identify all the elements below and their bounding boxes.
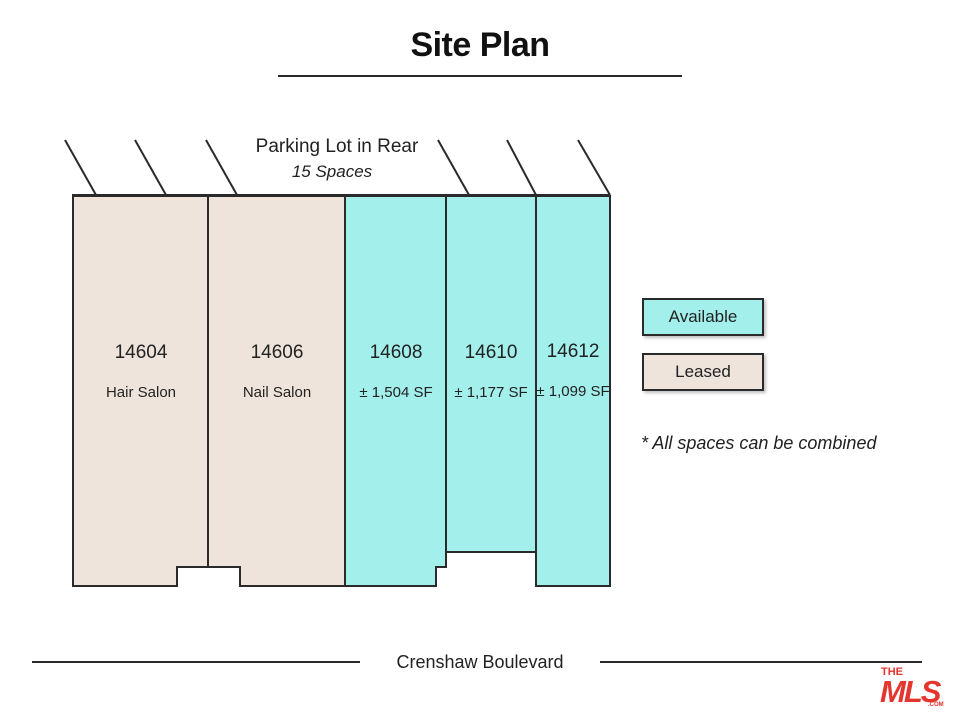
mls-logo: THE MLS .COM [880,666,944,709]
unit-number: 14608 [369,342,423,363]
parking-stall-line [205,139,238,196]
unit-description: ± 1,177 SF [454,384,528,401]
parking-stall-line [577,139,611,196]
unit-description: Nail Salon [242,384,312,401]
logo-small-text: THE [881,666,903,678]
parking-stall-line [64,139,97,196]
unit-description: ± 1,504 SF [359,384,433,401]
unit-description: ± 1,099 SF [536,383,610,400]
unit-number: 14606 [250,342,304,363]
logo-suffix-text: .COM [928,702,944,708]
parking-stall-line [134,139,167,196]
unit-14610-space [445,195,537,553]
street-label: Crenshaw Boulevard [360,652,600,673]
unit-14612-space [535,195,611,587]
unit-number: 14612 [546,341,600,362]
page-title: Site Plan [410,26,550,64]
unit-description: Hair Salon [105,384,177,401]
parking-spaces-label: 15 Spaces [291,162,373,181]
legend-leased: Leased [642,353,764,391]
parking-stall-line [506,139,537,196]
unit-number: 14604 [114,342,168,363]
logo-big-text: MLS [880,674,942,709]
parking-stall-line [437,139,470,196]
parking-lot-label: Parking Lot in Rear [255,136,419,157]
legend-available: Available [642,298,764,336]
parking-stall-lines [64,139,611,196]
combine-note: * All spaces can be combined [641,433,877,453]
unit-number: 14610 [464,342,518,363]
